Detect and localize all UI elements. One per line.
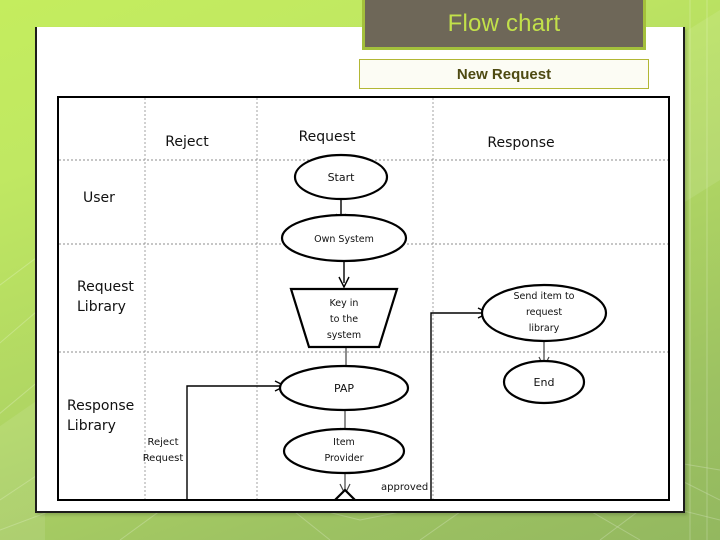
edge-decision-pap xyxy=(186,385,281,499)
node-own-system-label: Own System xyxy=(314,234,374,245)
subtitle-label: New Request xyxy=(456,65,552,83)
edge-label-reject-line1: Reject xyxy=(147,437,178,448)
arrowhead-own-keyin xyxy=(338,276,350,289)
node-item-provider-line2: Provider xyxy=(324,453,363,464)
node-item-provider: Item Provider xyxy=(282,427,406,475)
node-key-in-line2: to the xyxy=(330,314,358,325)
node-item-provider-line1: Item xyxy=(333,437,355,448)
node-own-system: Own System xyxy=(280,213,408,263)
node-key-in-line3: system xyxy=(327,330,361,341)
node-end: End xyxy=(502,359,586,405)
node-key-in-line1: Key in xyxy=(330,298,359,309)
edge-label-approved: approved xyxy=(381,482,428,493)
node-end-label: End xyxy=(534,376,555,389)
node-key-in: Key in to the system xyxy=(289,287,399,349)
column-header-reject: Reject xyxy=(165,134,209,150)
flowchart-frame: Reject Request Response User Request Lib… xyxy=(57,96,670,501)
page-title: Flow chart xyxy=(447,9,561,37)
subtitle-box: New Request xyxy=(359,59,649,89)
node-send-item: Send item to request library xyxy=(480,283,608,343)
node-pap: PAP xyxy=(278,364,410,412)
row-header-response-library-line1: Response xyxy=(67,398,134,414)
node-send-item-line1: Send item to xyxy=(514,291,575,302)
row-header-response-library-line2: Library xyxy=(67,418,116,434)
edge-decision-send xyxy=(430,312,484,499)
column-header-response: Response xyxy=(487,135,554,151)
row-header-request-library-line1: Request xyxy=(77,279,134,295)
row-header-request-library-line2: Library xyxy=(77,299,126,315)
node-send-item-line2: request xyxy=(526,307,562,318)
node-decision xyxy=(334,488,356,499)
slide-title-bar: Flow chart xyxy=(362,0,646,50)
edge-label-reject-line2: Request xyxy=(143,453,184,464)
node-send-item-line3: library xyxy=(529,323,560,334)
row-header-user: User xyxy=(83,190,115,206)
node-start-label: Start xyxy=(328,171,356,184)
node-start: Start xyxy=(293,153,389,201)
column-header-request: Request xyxy=(299,129,356,145)
node-pap-label: PAP xyxy=(334,382,354,395)
flowchart-svg: Reject Request Response User Request Lib… xyxy=(59,98,668,499)
